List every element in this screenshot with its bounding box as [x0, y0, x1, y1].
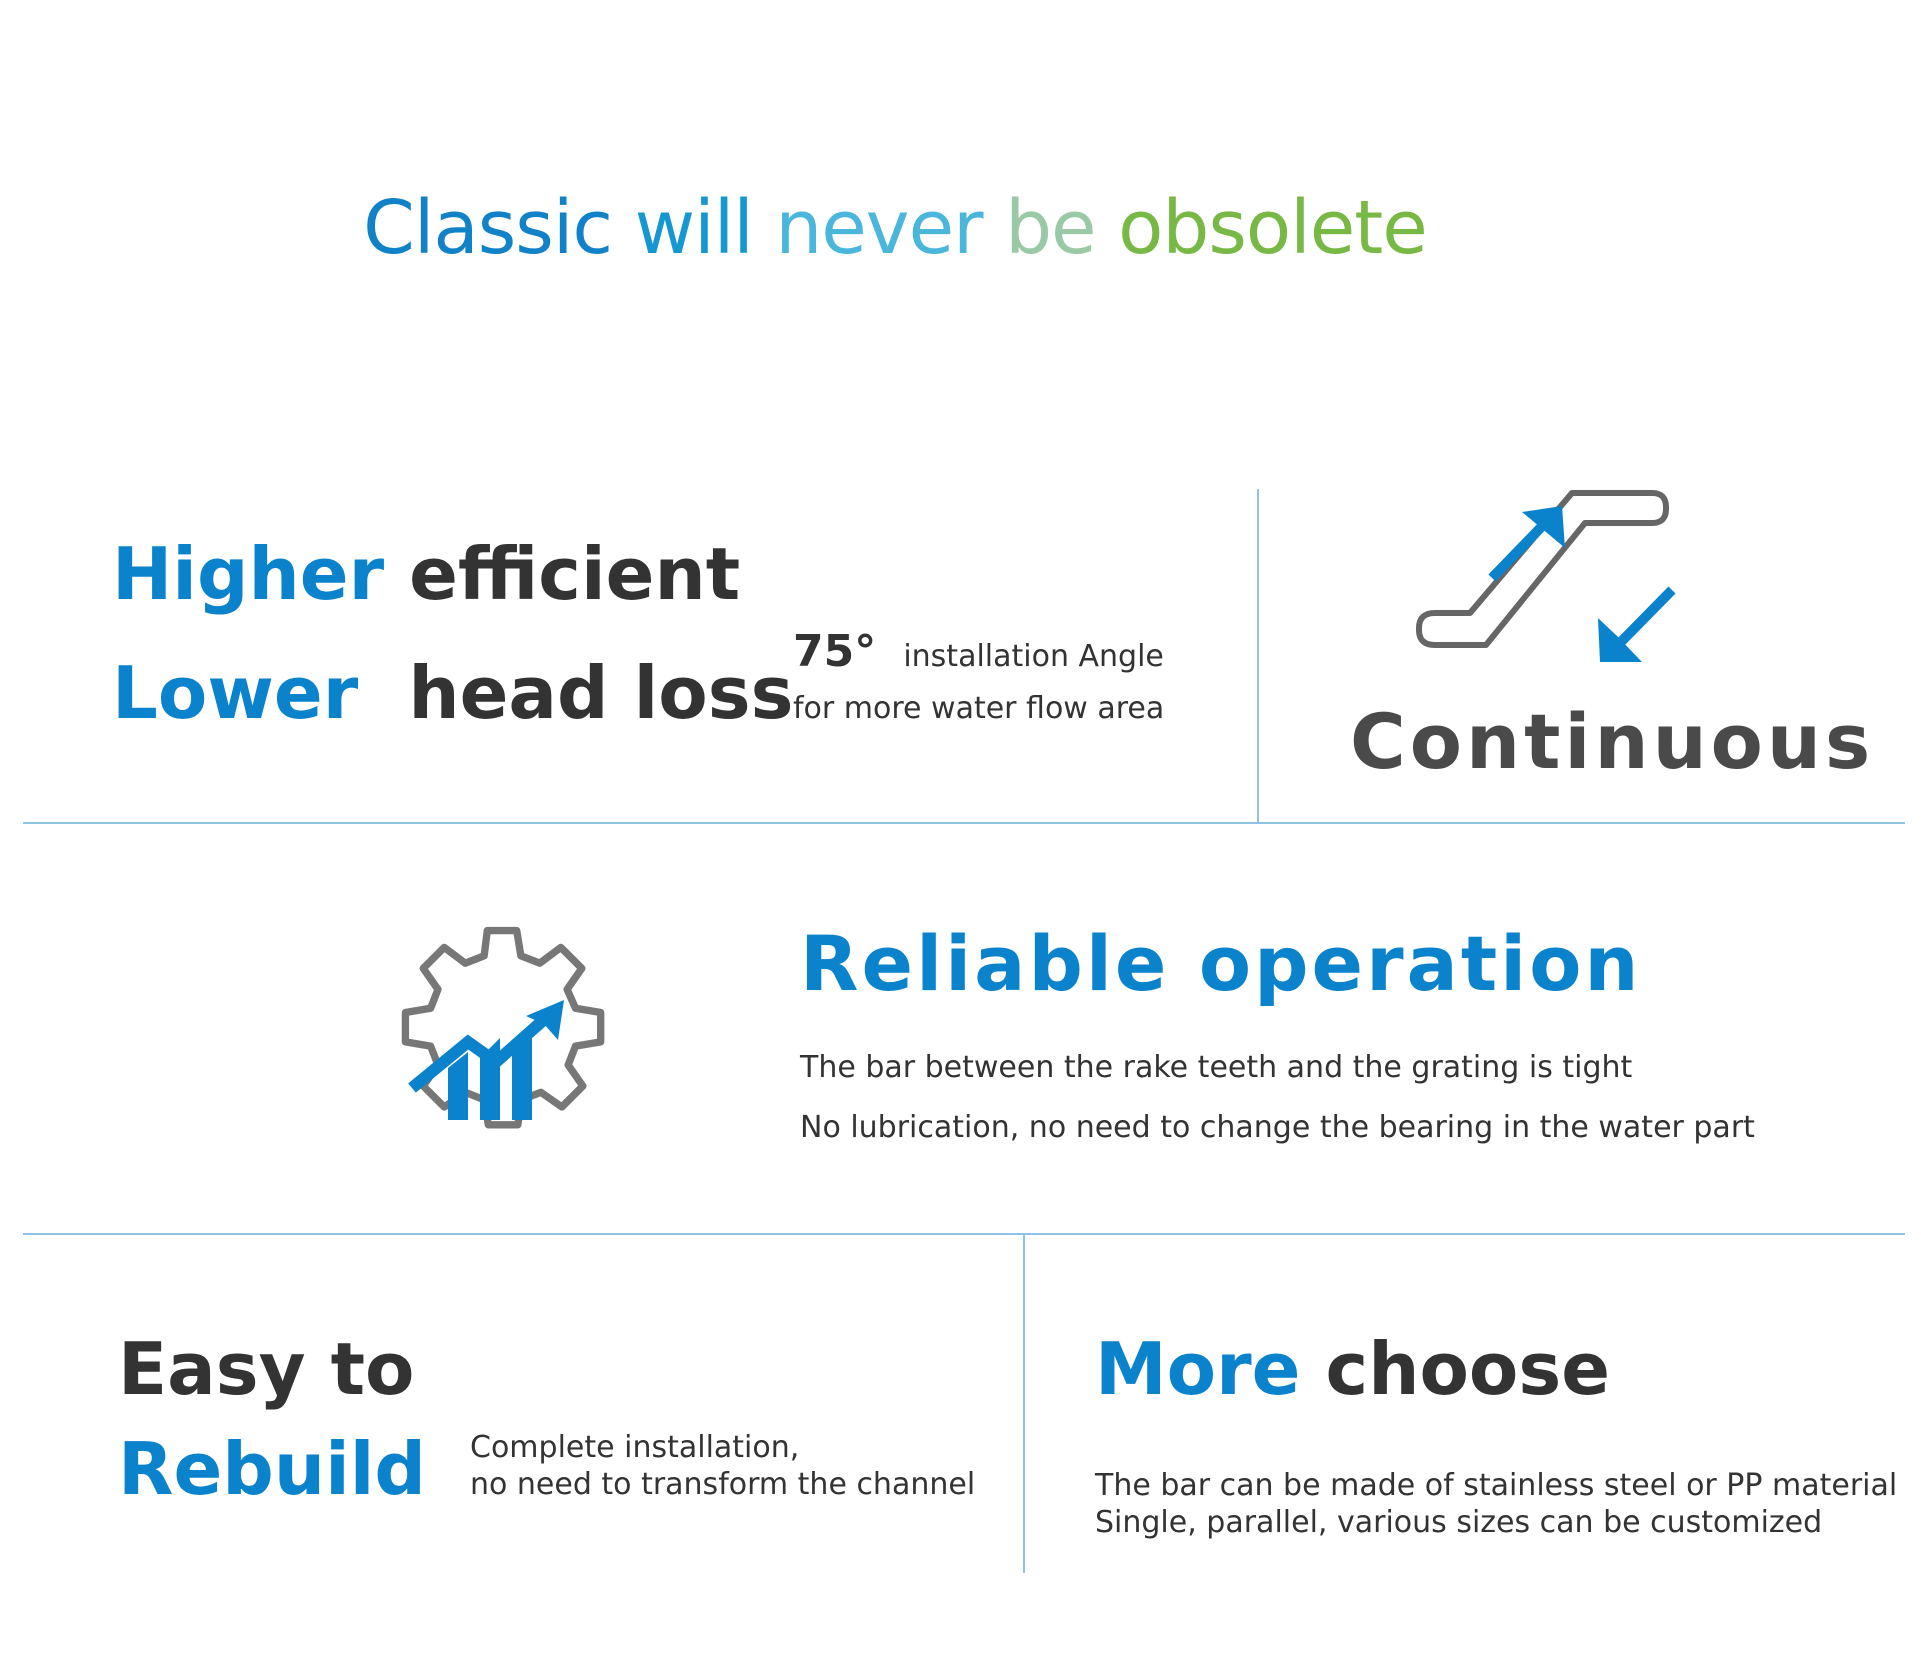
efficiency-text: efficient	[409, 532, 741, 616]
efficiency-highlight: Higher	[112, 532, 385, 616]
continuous-label: Continuous	[1350, 697, 1875, 786]
rebuild-detail-2: no need to transform the channel	[470, 1467, 976, 1502]
rebuild-detail-1: Complete installation,	[470, 1430, 800, 1465]
angle-label: installation Angle	[903, 639, 1164, 674]
efficiency-detail: for more water flow area	[793, 691, 1165, 726]
title-word: Classic	[363, 185, 613, 271]
divider-horizontal-1	[23, 822, 1905, 824]
choose-line-2: Single, parallel, various sizes can be c…	[1095, 1505, 1823, 1540]
divider-horizontal-2	[23, 1233, 1905, 1235]
efficiency-text: head loss	[408, 651, 794, 735]
title-word: be	[1005, 185, 1096, 271]
choose-heading: More choose	[1095, 1333, 1610, 1405]
title-word: will	[634, 185, 754, 271]
escalator-icon	[1416, 490, 1676, 662]
divider-vertical-top	[1257, 489, 1259, 823]
angle-value: 75°	[793, 626, 877, 677]
choose-highlight: More	[1095, 1327, 1301, 1411]
rebuild-heading-line2: Rebuild	[118, 1427, 426, 1511]
title-word: obsolete	[1118, 185, 1428, 271]
choose-text: choose	[1325, 1327, 1611, 1411]
reliable-line-1: The bar between the rake teeth and the g…	[800, 1050, 1633, 1085]
reliable-heading: Reliable operation	[800, 919, 1642, 1008]
efficiency-heading-line1: Higher efficient	[112, 538, 740, 610]
gear-growth-icon	[401, 926, 605, 1129]
efficiency-highlight: Lower	[112, 651, 359, 735]
reliable-line-2: No lubrication, no need to change the be…	[800, 1110, 1755, 1145]
page-title: Classic will never be obsolete	[0, 185, 1790, 271]
angle-row: 75° installation Angle	[793, 626, 1164, 677]
efficiency-heading-line2: Lower head loss	[112, 657, 793, 729]
title-word: never	[775, 185, 983, 271]
divider-vertical-bottom	[1023, 1235, 1025, 1573]
rebuild-heading-line1: Easy to	[118, 1327, 415, 1411]
choose-line-1: The bar can be made of stainless steel o…	[1095, 1468, 1898, 1503]
